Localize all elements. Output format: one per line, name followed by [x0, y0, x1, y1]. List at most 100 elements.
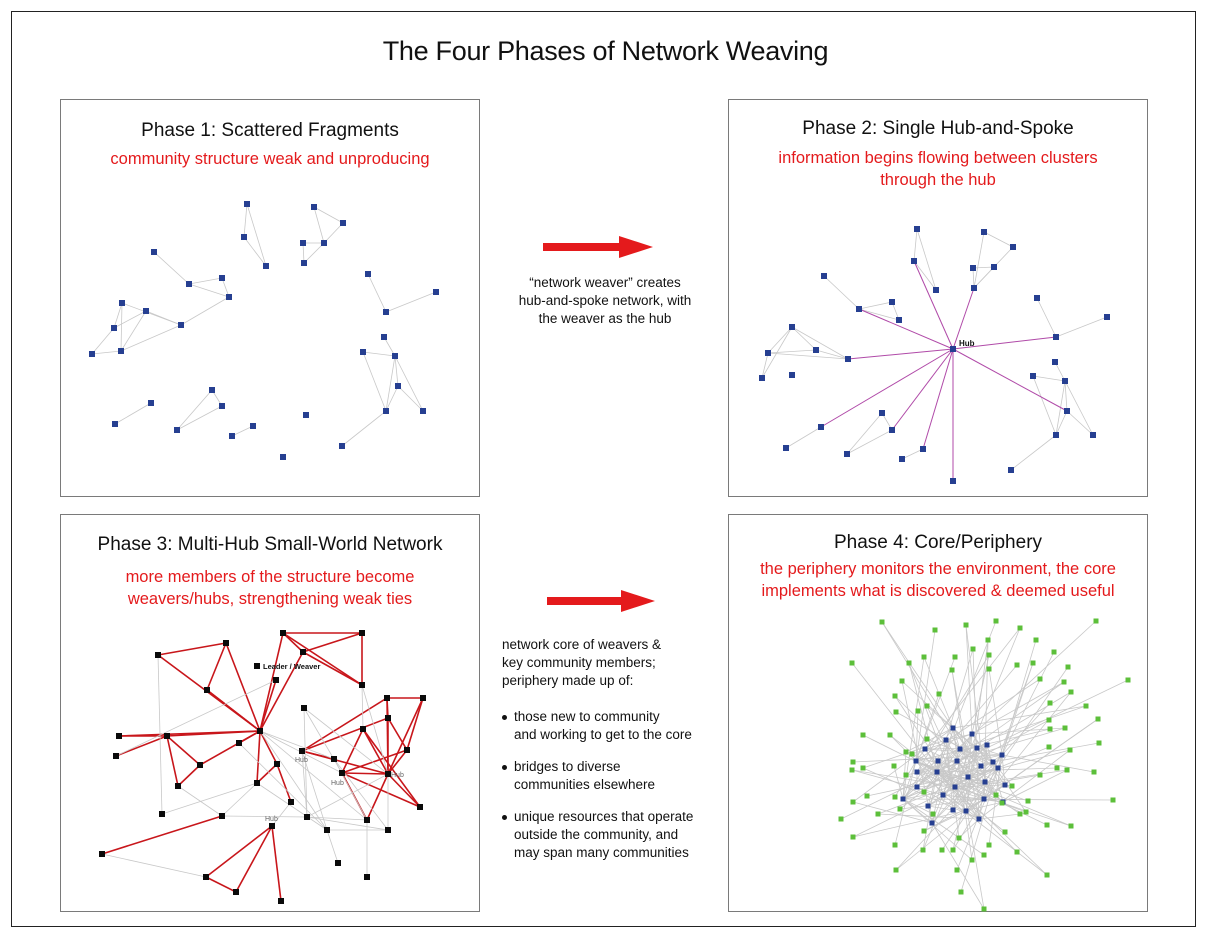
- core-node: [914, 784, 920, 790]
- weak-tie-edge: [157, 654, 163, 815]
- weak-tie-edge: [1055, 316, 1108, 338]
- periphery-node: [1051, 649, 1057, 655]
- core-node: [303, 412, 309, 418]
- phase-2-subtitle-line: information begins flowing between clust…: [778, 149, 1098, 167]
- periphery-node: [1083, 703, 1089, 709]
- member-node: [257, 728, 263, 734]
- weak-tie-edge: [761, 352, 769, 379]
- weak-tie-edge: [952, 767, 999, 811]
- core-node: [879, 410, 885, 416]
- strong-tie-edge: [366, 773, 389, 821]
- member-node: [203, 874, 209, 880]
- weak-tie-edge: [323, 222, 344, 244]
- strong-tie-edge: [387, 773, 421, 808]
- periphery-node: [963, 622, 969, 628]
- hub-spoke-edge: [952, 336, 1057, 350]
- core-node: [311, 204, 317, 210]
- core-node: [1034, 295, 1040, 301]
- periphery-node: [1054, 765, 1060, 771]
- weak-tie-edge: [271, 801, 292, 827]
- weak-tie-edge: [862, 767, 980, 820]
- strong-tie-edge: [341, 749, 408, 774]
- periphery-node: [850, 799, 856, 805]
- weak-tie-edge: [303, 707, 389, 775]
- phase-4-subtitle: the periphery monitors the environment, …: [729, 558, 1147, 602]
- weak-tie-edge: [941, 767, 999, 851]
- weak-tie-edge: [361, 684, 364, 730]
- core-node: [943, 737, 949, 743]
- weak-tie-edge: [852, 801, 933, 824]
- weak-tie-edge: [952, 727, 961, 750]
- core-node: [1053, 334, 1059, 340]
- member-node: [359, 682, 365, 688]
- weak-tie-edge: [926, 705, 980, 820]
- bullet-dot-icon: [502, 815, 507, 820]
- weak-tie-edge: [959, 748, 982, 767]
- core-node: [789, 372, 795, 378]
- weak-tie-edge: [301, 750, 328, 831]
- core-node: [360, 349, 366, 355]
- bullet-dot-icon: [502, 765, 507, 770]
- bullet-item: bridges to diverse communities elsewhere: [502, 758, 730, 794]
- core-node: [999, 752, 1005, 758]
- core-node: [111, 325, 117, 331]
- weak-tie-edge: [767, 352, 849, 360]
- weak-tie-edge: [952, 727, 985, 910]
- strong-tie-edge: [362, 728, 421, 808]
- periphery-node: [921, 789, 927, 795]
- weak-tie-edge: [1054, 361, 1066, 382]
- bullet-line: may span many communities: [514, 845, 689, 860]
- weak-tie-edge: [893, 765, 904, 800]
- hub-label: Hub: [331, 780, 344, 787]
- weak-tie-edge: [851, 662, 938, 773]
- strong-tie-edge: [301, 697, 388, 752]
- phase-3-subtitle: more members of the structure become wea…: [61, 566, 479, 610]
- weak-tie-edge: [895, 798, 985, 871]
- periphery-node: [930, 811, 936, 817]
- weak-tie-edge: [954, 786, 1048, 876]
- core-node: [321, 240, 327, 246]
- weak-tie-edge: [866, 767, 999, 797]
- hub-label: Hub: [391, 772, 404, 779]
- weak-tie-edge: [243, 236, 267, 267]
- phase-1-title: Phase 1: Scattered Fragments: [141, 120, 399, 141]
- core-node: [1030, 373, 1036, 379]
- member-node: [331, 756, 337, 762]
- core-node: [300, 240, 306, 246]
- weak-tie-edge: [243, 203, 248, 238]
- weak-tie-edge: [397, 385, 424, 412]
- core-node: [229, 433, 235, 439]
- core-node: [339, 443, 345, 449]
- weak-tie-edge: [113, 310, 147, 329]
- periphery-node: [909, 751, 915, 757]
- weak-tie-edge: [221, 782, 258, 817]
- periphery-node: [970, 646, 976, 652]
- core-node: [395, 383, 401, 389]
- core-node: [856, 306, 862, 312]
- weak-tie-edge: [902, 798, 973, 861]
- weak-tie-edge: [361, 684, 389, 775]
- weak-tie-edge: [902, 774, 1041, 800]
- weak-tie-edge: [851, 769, 956, 788]
- weak-tie-edge: [954, 769, 1068, 788]
- hub-spoke-edge: [820, 348, 954, 428]
- member-node: [273, 677, 279, 683]
- weak-tie-edge: [905, 774, 985, 800]
- periphery-node: [936, 691, 942, 697]
- weak-tie-edge: [915, 760, 1029, 802]
- core-node: [950, 478, 956, 484]
- weak-tie-edge: [942, 794, 1004, 803]
- weak-tie-edge: [767, 349, 817, 354]
- core-node: [889, 427, 895, 433]
- phase-4-title: Phase 4: Core/Periphery: [833, 532, 1043, 553]
- weak-tie-edge: [877, 767, 999, 815]
- edges-layer: [101, 632, 424, 902]
- weak-tie-edge: [188, 277, 223, 285]
- weak-tie-edge: [978, 813, 1021, 820]
- core-node: [911, 258, 917, 264]
- phase-2-network-graph: Hub: [759, 226, 1110, 484]
- periphery-node: [1023, 809, 1029, 815]
- core-node: [119, 300, 125, 306]
- core-node: [420, 408, 426, 414]
